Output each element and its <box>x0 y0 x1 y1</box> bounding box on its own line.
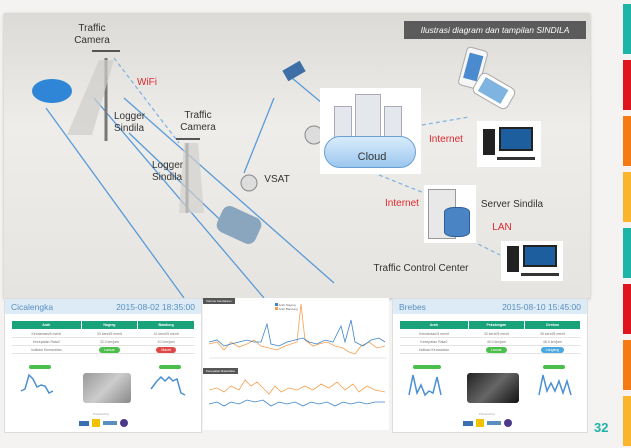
color-bar <box>623 228 631 278</box>
desktop-computer-1 <box>477 121 541 167</box>
dashboard-header: Cicalengka 2015-08-02 18:35:00 <box>5 299 201 314</box>
logger-label-1: Logger Sindila <box>114 111 146 134</box>
mini-line-chart-1 <box>20 373 54 394</box>
col-header: Pekalongan <box>467 320 525 330</box>
col-header: Cirebon <box>523 320 582 330</box>
section-color-bars <box>623 0 631 448</box>
cell: Kendaraan/5 menit <box>11 329 82 338</box>
traffic-camera-label-1: Traffic Camera <box>74 23 110 46</box>
location-name: Cicalengka <box>11 301 54 312</box>
chart-badge <box>29 365 51 369</box>
traffic-control-center-label: Traffic Control Center <box>373 263 469 274</box>
col-header: Bandung <box>137 320 195 330</box>
page-number: 32 <box>594 420 609 435</box>
series-bandung <box>209 303 386 355</box>
volume-line-chart <box>209 303 387 359</box>
network-lines <box>32 50 501 298</box>
diagram-illustration: Ilustrasi diagram dan tampilan SINDILA T… <box>4 13 590 298</box>
color-bar <box>623 340 631 390</box>
color-bar <box>623 4 631 54</box>
series-bandung <box>209 379 386 395</box>
speed-line-chart <box>209 379 386 407</box>
cell: 33 kend/5 menit <box>81 329 138 338</box>
lan-label: LAN <box>492 222 512 233</box>
cell: 46.0 km/jam <box>524 337 581 346</box>
table-row: Indikasi Kemacetan Lancar Macet <box>11 345 195 354</box>
color-bar <box>623 60 631 110</box>
chart-title-volume: Volume Kendaraan <box>203 298 235 304</box>
cell: 35 kend/5 menit <box>524 329 581 338</box>
wifi-label: WiFi <box>137 77 157 88</box>
table-row: Indikasi Kemacetan Lancar Lengang <box>399 345 581 354</box>
status-badge-macet: Macet <box>156 346 176 353</box>
chart-title-speed: Kecepatan Rata-Rata <box>203 368 238 374</box>
camera-snapshot <box>83 373 131 403</box>
cell: Kecepatan Rata2 <box>11 337 82 346</box>
dashboard-header: Brebes 2015-08-10 15:45:00 <box>393 299 587 314</box>
camera-snapshot <box>467 373 519 403</box>
cell: 32.0 km/jam <box>81 337 138 346</box>
cell: Kecepatan Rata2 <box>399 337 469 346</box>
col-header: Arah <box>11 320 82 330</box>
database-server-image <box>424 185 476 243</box>
internet-label-1: Internet <box>429 134 463 145</box>
cell: 5.0 km/jam <box>137 337 195 346</box>
sponsor-logos <box>79 418 135 428</box>
sponsor-logos <box>463 418 519 428</box>
mini-line-chart-2 <box>150 375 186 396</box>
desktop-computer-2 <box>501 241 563 281</box>
vsat-label: VSAT <box>264 174 290 185</box>
timestamp: 2015-08-02 18:35:00 <box>116 301 195 312</box>
timestamp: 2015-08-10 15:45:00 <box>502 301 581 312</box>
charts-panel: Volume Kendaraan Arah Nagreg Arah Bandun… <box>203 298 389 430</box>
location-name: Brebes <box>399 301 426 312</box>
mini-line-chart-1 <box>408 374 442 397</box>
logger-label-2: Logger Sindila <box>152 160 184 183</box>
cloud-server-image <box>320 88 421 174</box>
internet-label-2: Internet <box>385 198 419 209</box>
col-header: Arah <box>399 320 469 330</box>
status-badge-lengang: Lengang <box>540 346 565 353</box>
status-badge-lancar: Lancar <box>485 346 507 353</box>
server-sindila-label: Server Sindila <box>480 199 544 210</box>
legend-item: Arah Bandung <box>278 307 298 311</box>
cell: 32 kend/5 menit <box>468 329 525 338</box>
color-bar <box>623 284 631 334</box>
cell: Indikasi Kemacetan <box>399 345 469 354</box>
chart-badge <box>543 365 565 369</box>
color-bar <box>623 396 631 446</box>
cell: Indikasi Kemacetan <box>11 345 82 354</box>
traffic-camera-label-2: Traffic Camera <box>180 110 216 133</box>
series-nagreg <box>209 319 386 347</box>
diagram-caption: Ilustrasi diagram dan tampilan SINDILA <box>404 21 586 39</box>
col-header: Nagreg <box>80 320 139 330</box>
powered-by-label: Powered by: <box>93 412 110 416</box>
powered-by-label: Powered by: <box>479 412 496 416</box>
chart-badge <box>413 365 441 369</box>
cloud-label: Cloud <box>357 151 387 163</box>
chart-badge <box>159 365 181 369</box>
legend-item: Arah Nagreg <box>278 303 296 307</box>
cell: Kendaraan/5 menit <box>399 329 469 338</box>
cell: 41 kend/5 menit <box>137 329 195 338</box>
mini-line-chart-2 <box>538 374 572 396</box>
color-bar <box>623 172 631 222</box>
color-bar <box>623 116 631 166</box>
status-badge-lancar: Lancar <box>99 346 120 353</box>
cell: 40.0 km/jam <box>468 337 525 346</box>
chart-legend: Arah Nagreg Arah Bandung <box>275 303 298 311</box>
series-nagreg <box>209 399 385 407</box>
